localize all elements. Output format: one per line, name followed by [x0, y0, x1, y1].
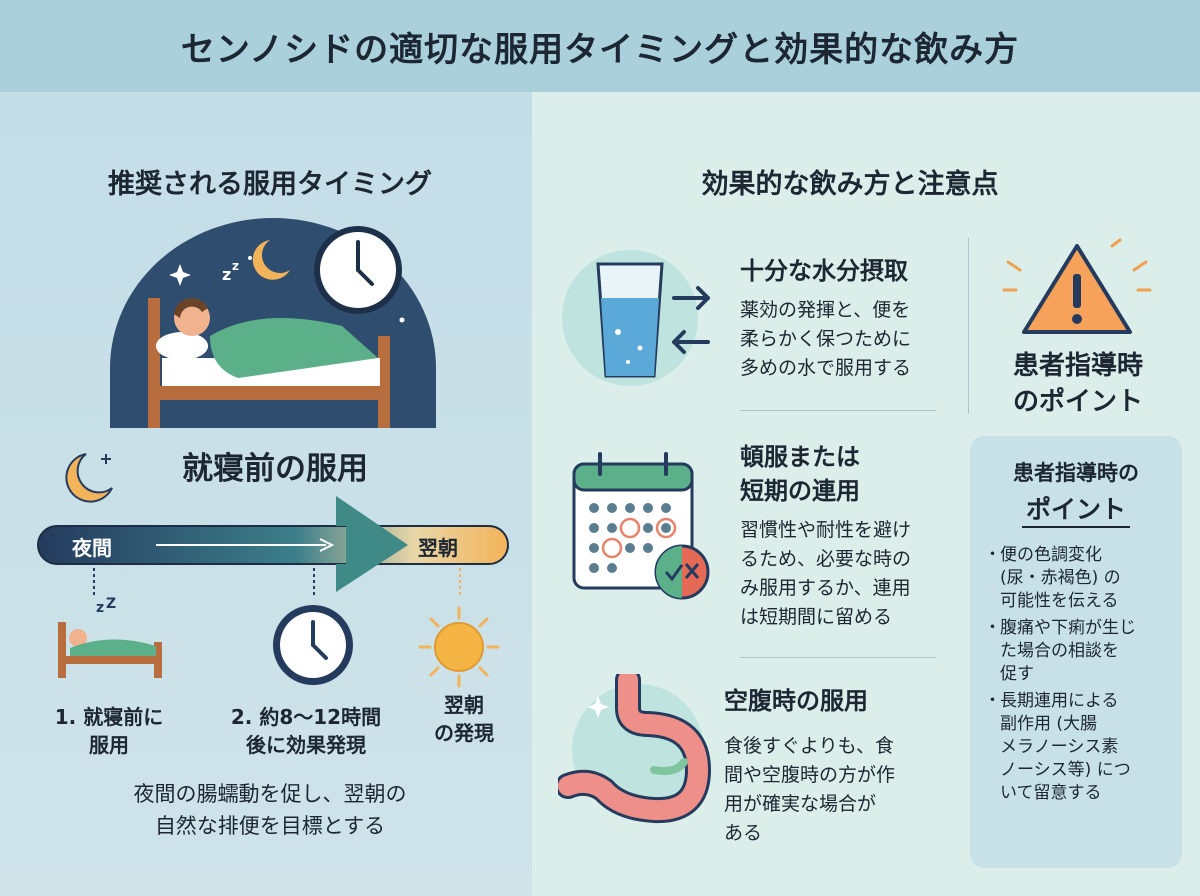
timeline-arrow: 夜間 翌朝	[36, 494, 516, 594]
moon-icon	[252, 240, 290, 280]
warning-title: 患者指導時 のポイント	[1012, 351, 1143, 417]
step-1-label: 1. 就寝前に 服用	[54, 705, 164, 757]
row-3-body: 食後すぐよりも、食 間や空腹時の方が作 用が確実な場合が ある	[724, 735, 896, 844]
svg-text:z: z	[222, 265, 231, 284]
row-2-title: 頓服または 短期の連用	[740, 443, 860, 505]
patient-guidance-card: 患者指導時の ポイント ・便の色調変化 (尿・赤褐色) の 可能性を伝える ・腹…	[970, 436, 1182, 868]
moon-icon	[65, 453, 113, 503]
step-3-label: 翌朝 の発現	[434, 693, 494, 745]
row-1-body: 薬効の発揮と、便を 柔らかく保つために 多めの水で服用する	[740, 299, 912, 379]
column-divider	[968, 238, 969, 414]
svg-text:Z: Z	[106, 596, 116, 612]
guidance-item: ・便の色調変化 (尿・赤褐色) の 可能性を伝える	[984, 545, 1121, 611]
guidance-item: ・腹痛や下痢が生じ た場合の相談を 促す	[984, 618, 1136, 684]
water-glass-icon	[562, 250, 710, 386]
page-title: センノシドの適切な服用タイミングと効果的な飲み方	[180, 29, 1020, 70]
guidance-list: ・便の色調変化 (尿・赤褐色) の 可能性を伝える ・腹痛や下痢が生じ た場合の…	[980, 544, 1178, 809]
step-clock-icon	[273, 605, 353, 685]
right-section-title: 効果的な飲み方と注意点	[701, 169, 999, 200]
row-divider	[740, 410, 936, 411]
svg-text:z: z	[232, 259, 239, 273]
stomach-icon	[558, 674, 712, 824]
sleeping-person-icon	[156, 298, 378, 378]
svg-text:z: z	[96, 600, 104, 616]
card-title: 患者指導時の	[1013, 461, 1139, 485]
main-timing-label: 就寝前の服用	[182, 451, 368, 487]
row-3-title: 空腹時の服用	[724, 687, 868, 715]
warning-icon	[1002, 238, 1152, 334]
row-1-title: 十分な水分摂取	[740, 257, 908, 285]
card-subtitle: ポイント	[970, 490, 1182, 528]
bedtime-scene: z z	[110, 218, 436, 428]
timeline-connector	[313, 568, 315, 596]
row-2-body: 習慣性や耐性を避け るため、必要な時の み服用するか、連用 は短期間に留める	[740, 519, 912, 628]
step-sun-icon	[418, 606, 500, 688]
row-divider	[740, 657, 936, 658]
timeline-connector	[93, 568, 95, 596]
guidance-item: ・長期連用による 副作用 (大腸 メラノーシス素 ノーシス等) につ いて留意す…	[984, 691, 1131, 803]
step-2-label: 2. 約8〜12時間 後に効果発現	[230, 705, 382, 757]
clock-icon	[314, 226, 402, 314]
timeline-connector	[459, 568, 461, 596]
calendar-icon	[572, 452, 710, 600]
timeline-end-label: 翌朝	[418, 536, 458, 560]
timeline-start-label: 夜間	[72, 536, 112, 560]
left-footer-text: 夜間の腸蠕動を促し、翌朝の 自然な排便を目標とする	[133, 782, 407, 838]
header-bar: センノシドの適切な服用タイミングと効果的な飲み方	[0, 0, 1200, 92]
left-section-title: 推奨される服用タイミング	[108, 169, 432, 200]
step-bed-icon: z Z	[58, 596, 162, 678]
